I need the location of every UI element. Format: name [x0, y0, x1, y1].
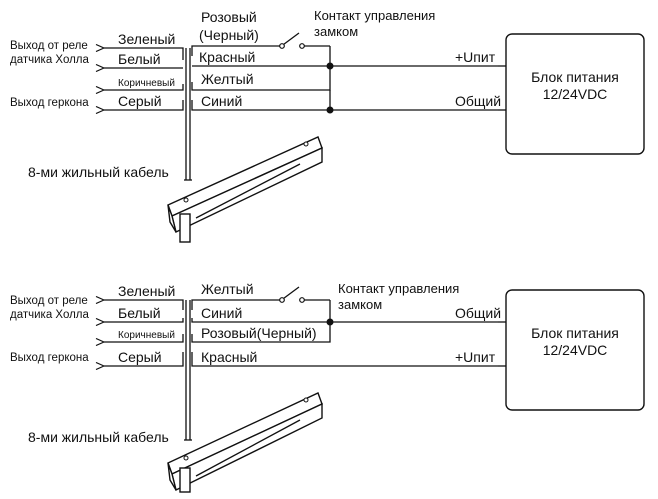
- diagram-1-magnetic-lock: [167, 136, 323, 243]
- diagram-1-terminal-label-common: Общий: [455, 93, 501, 109]
- diagram-2-cable-label: 8-ми жильный кабель: [28, 429, 169, 445]
- diagram-2-wire-label-blue: Синий: [201, 305, 242, 321]
- diagram-1-cable-trunk: [184, 48, 192, 181]
- diagram-1-wire-label-black: (Черный): [199, 27, 259, 43]
- diagram-2-wire-label-red: Красный: [201, 349, 257, 365]
- diagram-2-terminal-label-plus: +Uпит: [455, 349, 496, 365]
- diagram-2-power-supply-title: Блок питания: [531, 325, 619, 341]
- diagram-1-wire-label-red: Красный: [199, 49, 255, 65]
- diagram-2-wire-label-gray: Серый: [118, 349, 162, 365]
- diagram-2-reed-output-label: Выход геркона: [10, 352, 89, 364]
- diagram-1-contact-label-2: замком: [314, 24, 358, 39]
- diagram-2-wire-label-pink-black: Розовый(Черный): [201, 325, 317, 341]
- diagram-1-contact-label-1: Контакт управления: [314, 8, 435, 23]
- diagram-1-cable-label: 8-ми жильный кабель: [28, 164, 169, 180]
- diagram-1-wire-label-brown: Коричневый: [118, 78, 175, 89]
- diagram-2-relay-output-label-2: датчика Холла: [10, 309, 90, 321]
- diagram-2: Выход от реле датчика Холла Выход геркон…: [10, 281, 645, 493]
- diagram-2-power-supply-voltage: 12/24VDC: [543, 342, 608, 358]
- diagram-2-lock-contact-switch: [279, 286, 305, 303]
- diagram-1-power-supply-voltage: 12/24VDC: [543, 86, 608, 102]
- diagram-2-wire-label-white: Белый: [118, 305, 161, 321]
- diagram-2-right-wires: [191, 299, 506, 367]
- diagram-1-wire-label-gray: Серый: [118, 93, 162, 109]
- junction-dot: [326, 62, 334, 70]
- diagram-1-relay-output-label-1: Выход от реле: [10, 40, 88, 52]
- diagram-2-wire-label-brown: Коричневый: [118, 330, 175, 341]
- diagram-1-relay-output-label-2: датчика Холла: [10, 54, 90, 66]
- diagram-2-contact-label-2: замком: [338, 297, 382, 312]
- diagram-1-lock-contact-switch: [279, 32, 305, 49]
- diagram-1-right-wires: [191, 45, 506, 114]
- diagram-2-left-wires: [104, 300, 184, 366]
- diagram-2-wire-label-yellow: Желтый: [201, 281, 254, 297]
- diagram-2-terminal-label-common: Общий: [455, 305, 501, 321]
- diagram-2-relay-output-label-1: Выход от реле: [10, 295, 88, 307]
- diagram-1-wire-label-green: Зеленый: [118, 31, 175, 47]
- diagram-1-power-supply-title: Блок питания: [531, 69, 619, 85]
- diagram-1-left-wires: [104, 48, 184, 110]
- diagram-2-contact-label-1: Контакт управления: [338, 281, 459, 296]
- diagram-2-magnetic-lock: [167, 392, 323, 493]
- diagram-1-wire-label-white: Белый: [118, 51, 161, 67]
- diagram-1: Выход от реле датчика Холла Выход геркон…: [10, 8, 645, 243]
- diagram-1-power-supply-box: [505, 33, 645, 155]
- diagram-2-power-supply-box: [505, 289, 645, 411]
- diagram-2-wire-label-green: Зеленый: [118, 283, 175, 299]
- diagram-2-cable-trunk: [184, 300, 192, 441]
- diagram-1-terminal-label-plus: +Uпит: [455, 49, 496, 65]
- diagram-1-wire-label-yellow: Желтый: [201, 71, 254, 87]
- diagram-1-wire-label-blue: Синий: [201, 93, 242, 109]
- diagram-1-reed-output-label: Выход геркона: [10, 97, 89, 109]
- diagram-1-wire-label-pink: Розовый: [201, 9, 257, 25]
- junction-dot: [326, 318, 334, 326]
